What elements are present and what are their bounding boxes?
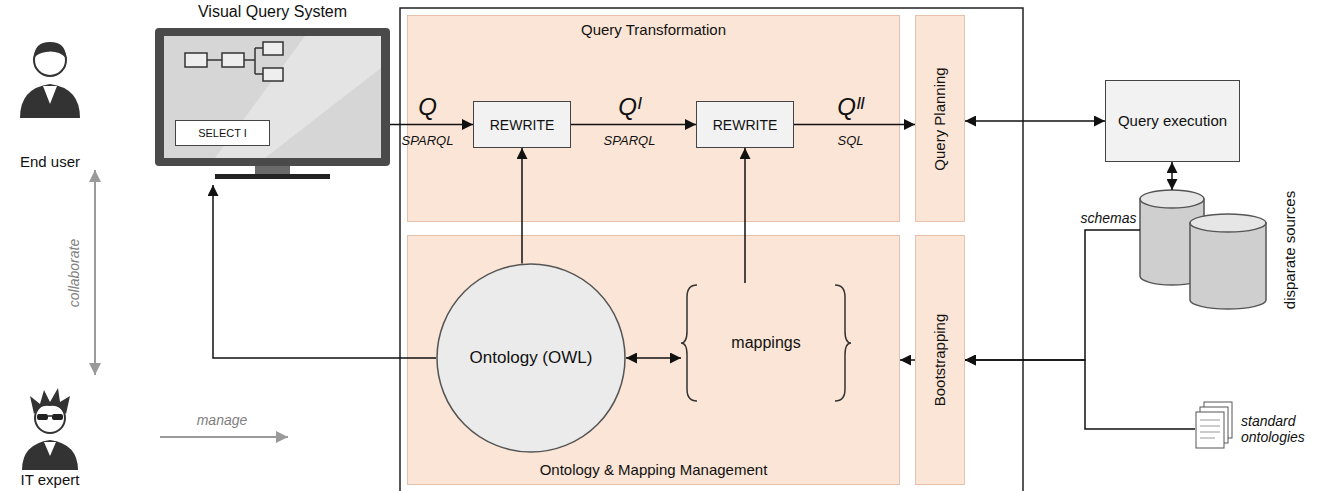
monitor-bezel	[155, 28, 390, 166]
node-text: SELECT I	[198, 127, 247, 140]
connector-arrow	[900, 359, 915, 361]
it-expert-icon	[22, 388, 78, 470]
node-text: Ontology (OWL)	[456, 348, 606, 368]
edge-label: Q	[418, 93, 437, 119]
node-text: REWRITE	[713, 116, 778, 132]
screen-flowchart	[185, 42, 283, 81]
monitor-base	[215, 174, 330, 179]
monitor-screen	[164, 36, 381, 158]
monitor-shape	[155, 28, 390, 185]
node-text: IT expert	[0, 471, 100, 488]
process-box: REWRITE	[473, 101, 571, 148]
edge-label: Qᴵ	[618, 93, 641, 119]
module-band: Query TransformationREWRITE REWRITE	[407, 15, 900, 222]
vertical-band: Bootstrapping	[915, 235, 965, 485]
node-text: Query execution	[1113, 112, 1233, 129]
node-text: End user	[0, 153, 100, 170]
edge-label: collaborate	[67, 238, 82, 307]
connector-arrow	[213, 185, 436, 358]
ontology-circle-node: Ontology (OWL)	[436, 263, 626, 453]
connector-arrow	[965, 230, 1140, 360]
node-text: disparate sources	[1281, 191, 1298, 309]
person-node: IT expert	[0, 375, 100, 488]
node-text: Query Planning	[931, 67, 948, 170]
module-band: Ontology & Mapping Management Ontology (O…	[407, 235, 900, 485]
end-user-icon	[20, 42, 80, 118]
mapping-set: mappings	[681, 283, 851, 403]
connector-arrow	[965, 360, 1195, 429]
person-node: End user	[0, 25, 100, 170]
edge-label: Qᴵᴵ	[837, 93, 863, 119]
node-text: mappings	[731, 334, 800, 352]
annotation-label: SPARQL	[402, 133, 454, 147]
data-source-node: disparate sources	[1140, 190, 1268, 310]
system-frame	[400, 8, 1023, 491]
annotation-label: SQL	[837, 133, 863, 147]
annotation-label: SPARQL	[604, 133, 656, 147]
manage-arrow	[160, 436, 288, 438]
monitor-node: Visual Query SystemSELECT I	[155, 28, 390, 185]
connector-arrow	[1171, 162, 1173, 190]
monitor-stand	[255, 166, 290, 174]
connector-arrow	[94, 170, 96, 375]
query-text-box: SELECT I	[175, 120, 270, 146]
process-box: Query execution	[1105, 80, 1240, 162]
database-cylinders	[1140, 190, 1268, 310]
node-text: REWRITE	[490, 116, 555, 132]
connector-arrow	[965, 120, 1105, 122]
node-text: Bootstrapping	[931, 314, 948, 407]
edge-label: schemas	[1080, 211, 1136, 226]
node-text: Visual Query System	[198, 3, 347, 21]
process-box: REWRITE	[696, 101, 794, 148]
node-text: standard ontologies	[1241, 413, 1313, 445]
node-text: Ontology & Mapping Management	[408, 461, 899, 478]
annotation-label: manage	[197, 413, 248, 428]
node-text: Query Transformation	[408, 21, 899, 38]
vertical-band: Query Planning	[915, 15, 965, 222]
document-node: standard ontologies	[1195, 400, 1315, 458]
